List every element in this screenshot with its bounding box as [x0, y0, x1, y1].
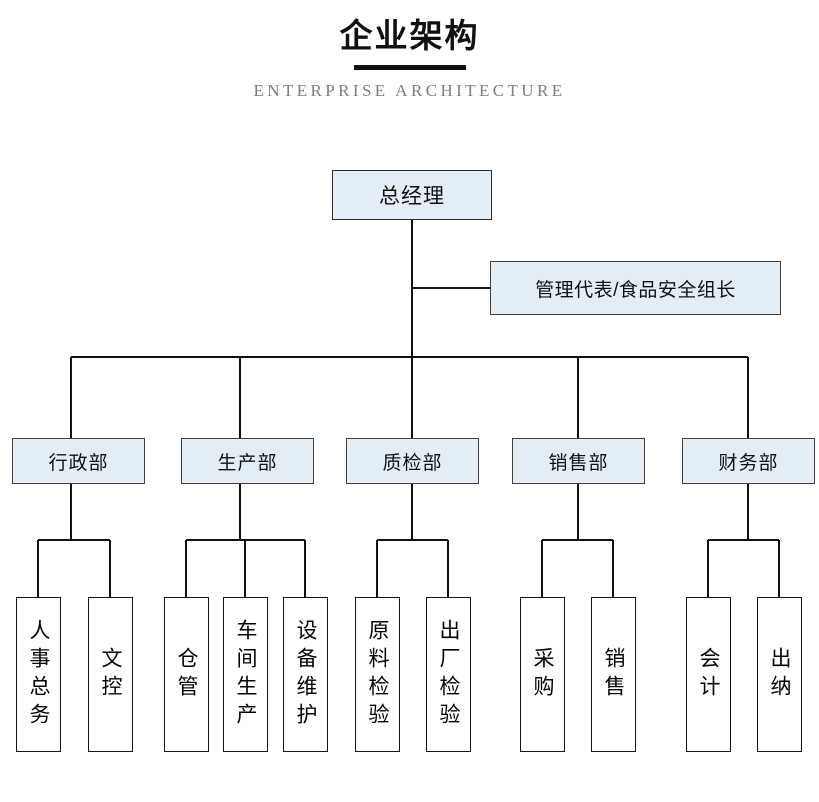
node-label: 总经理 [379, 185, 445, 208]
node-label: 设备维护 [294, 618, 317, 731]
node-label: 人事总务 [27, 618, 50, 731]
node-unit-raw-material-inspection[interactable]: 原料检验 [355, 597, 400, 752]
node-unit-hr-general-affairs[interactable]: 人事总务 [16, 597, 61, 752]
node-department-finance[interactable]: 财务部 [682, 438, 815, 484]
node-label: 销售 [602, 646, 625, 703]
node-department-quality[interactable]: 质检部 [346, 438, 479, 484]
node-unit-purchasing[interactable]: 采购 [520, 597, 565, 752]
node-unit-outgoing-inspection[interactable]: 出厂检验 [426, 597, 471, 752]
node-label: 质检部 [382, 452, 443, 474]
node-unit-workshop-production[interactable]: 车间生产 [223, 597, 268, 752]
node-label: 管理代表/食品安全组长 [535, 279, 736, 301]
node-label: 销售部 [548, 452, 609, 474]
title-underline-rule [353, 65, 466, 70]
node-label: 行政部 [48, 452, 109, 474]
page-subtitle: ENTERPRISE ARCHITECTURE [253, 81, 566, 100]
node-label: 原料检验 [366, 618, 389, 731]
node-department-sales[interactable]: 销售部 [512, 438, 645, 484]
node-unit-document-control[interactable]: 文控 [88, 597, 133, 752]
node-label: 生产部 [217, 452, 278, 474]
node-unit-accounting[interactable]: 会计 [686, 597, 731, 752]
node-unit-sales[interactable]: 销售 [591, 597, 636, 752]
node-unit-cashier[interactable]: 出纳 [757, 597, 802, 752]
node-label: 财务部 [718, 452, 779, 474]
node-department-administration[interactable]: 行政部 [12, 438, 145, 484]
node-unit-equipment-maintenance[interactable]: 设备维护 [283, 597, 328, 752]
node-label: 车间生产 [234, 618, 257, 731]
node-label: 仓管 [175, 646, 198, 703]
node-department-production[interactable]: 生产部 [181, 438, 314, 484]
node-label: 出厂检验 [437, 618, 460, 731]
node-general-manager[interactable]: 总经理 [332, 170, 492, 220]
node-label: 文控 [99, 646, 122, 703]
page-header: 企业架构 ENTERPRISE ARCHITECTURE [0, 16, 819, 101]
page-title: 企业架构 [339, 17, 480, 54]
node-label: 会计 [697, 646, 720, 703]
node-label: 出纳 [768, 646, 791, 703]
node-unit-warehouse[interactable]: 仓管 [164, 597, 209, 752]
node-management-representative[interactable]: 管理代表/食品安全组长 [490, 261, 781, 315]
node-label: 采购 [531, 646, 554, 703]
